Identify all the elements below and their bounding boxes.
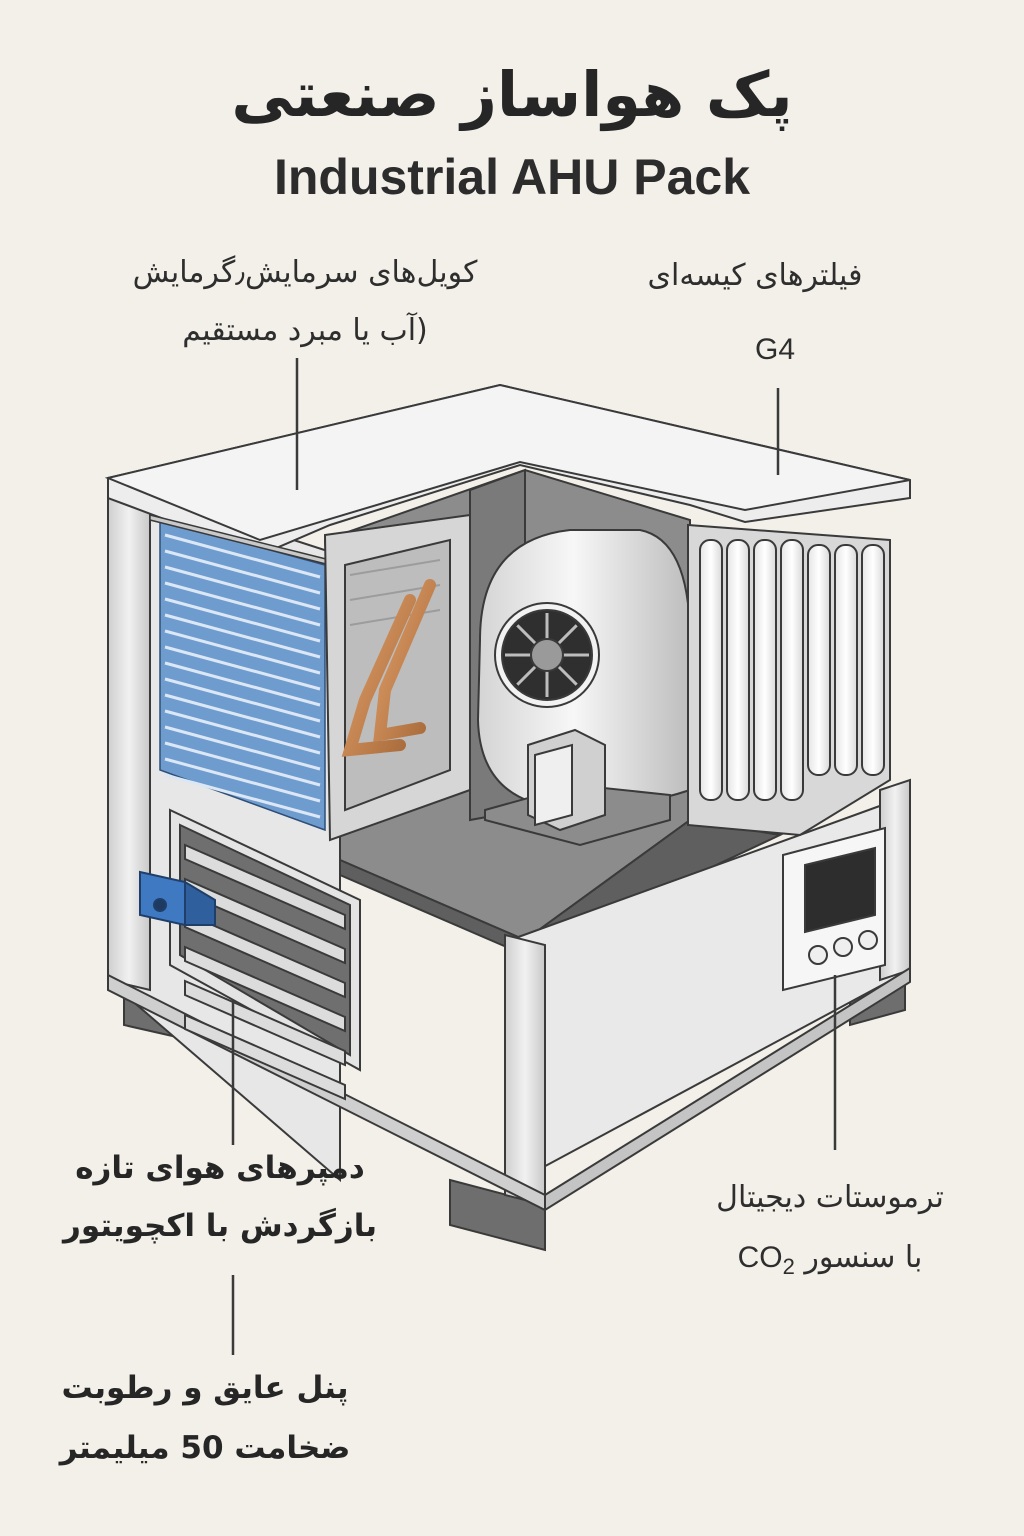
page-title: پک هواساز صنعتی bbox=[231, 58, 793, 131]
leader-lines bbox=[231, 358, 837, 1355]
coil-fin bbox=[164, 709, 321, 755]
panel-label-line2: ضخامت 50 میلیمتر bbox=[59, 1430, 351, 1466]
cooling-coil bbox=[149, 514, 331, 832]
coil-fin bbox=[164, 645, 321, 691]
dampers-label-line2: بازگردش با اکچویتور bbox=[63, 1208, 377, 1244]
filters-label-line2: G4 bbox=[754, 333, 796, 366]
coil-fin bbox=[164, 757, 321, 803]
co2-text: CO2 bbox=[737, 1241, 795, 1279]
thermostat-label-line2: CO2 با سنسور bbox=[670, 1240, 990, 1280]
thermostat-label-line1: ترموستات دیجیتال bbox=[716, 1180, 944, 1215]
damper-actuator-icon bbox=[139, 870, 216, 927]
damper-blade bbox=[184, 843, 346, 931]
with-sensor-text: با سنسور bbox=[804, 1240, 923, 1275]
damper-blade bbox=[184, 945, 346, 1033]
filter-bag bbox=[834, 544, 858, 776]
damper-blade bbox=[184, 979, 346, 1067]
coil-fin bbox=[164, 661, 321, 707]
coil-fin bbox=[164, 565, 321, 611]
coil-fin bbox=[164, 773, 321, 819]
coil-fin bbox=[164, 629, 321, 675]
coil-fin bbox=[164, 725, 321, 771]
centrifugal-fan-icon bbox=[476, 529, 691, 847]
bag-filters bbox=[687, 523, 891, 837]
copper-pipes-icon bbox=[341, 579, 436, 757]
dampers-label-line1: دمپرهای هوای تازه bbox=[75, 1150, 365, 1186]
filters-label-line1: فیلترهای کیسه‌ای bbox=[647, 258, 863, 293]
coil-fin bbox=[164, 693, 321, 739]
coil-fin bbox=[164, 597, 321, 643]
filter-bag bbox=[807, 544, 831, 776]
thermostat-display-icon bbox=[782, 826, 886, 992]
fan-motor bbox=[527, 728, 606, 832]
panel-label-line1: پنل عایق و رطوبت bbox=[61, 1370, 349, 1406]
damper-blade bbox=[184, 1013, 346, 1101]
fresh-air-damper bbox=[169, 808, 361, 1101]
coil-fin bbox=[164, 549, 321, 595]
coil-fin bbox=[164, 741, 321, 787]
coil-fin bbox=[164, 613, 321, 659]
coils-label-line2: (آب یا مبرد مستقیم bbox=[182, 313, 428, 348]
coil-frame bbox=[323, 513, 471, 842]
filter-bag bbox=[780, 539, 804, 801]
coil-fin bbox=[164, 677, 321, 723]
filter-bag bbox=[726, 539, 750, 801]
filter-bag bbox=[861, 544, 885, 776]
coil-fin bbox=[164, 581, 321, 627]
coil-fin bbox=[164, 533, 321, 579]
filter-bag bbox=[753, 539, 777, 801]
coils-label-line1: کویل‌های سرمایش٫گرمایش bbox=[132, 255, 478, 290]
page-subtitle: Industrial AHU Pack bbox=[273, 149, 751, 205]
filter-bag bbox=[699, 539, 723, 801]
